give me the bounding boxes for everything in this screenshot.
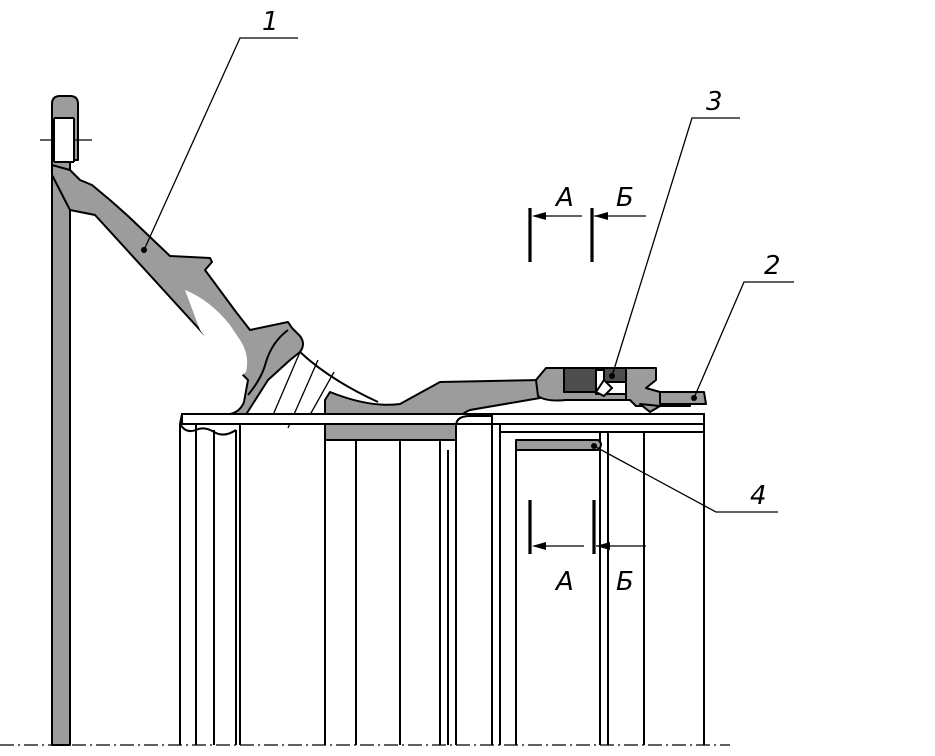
leader-lines bbox=[141, 37, 794, 513]
part-1-disk bbox=[51, 164, 541, 441]
section-mark-a-top: А bbox=[554, 183, 574, 213]
section-mark-b-bottom: Б bbox=[616, 567, 634, 597]
section-marks-bottom bbox=[528, 500, 646, 554]
callout-2: 2 bbox=[764, 251, 781, 281]
callout-1: 1 bbox=[262, 7, 279, 37]
section-mark-a-bottom: А bbox=[554, 567, 574, 597]
callout-3: 3 bbox=[706, 87, 723, 117]
part-4-strip bbox=[515, 439, 602, 451]
callout-4: 4 bbox=[750, 481, 767, 511]
part-2-ring bbox=[639, 391, 707, 413]
section-marks-top bbox=[528, 208, 646, 262]
section-mark-b-top: Б bbox=[616, 183, 634, 213]
part-3-seal-assembly bbox=[535, 367, 691, 407]
left-flange bbox=[40, 95, 92, 746]
drum-structure bbox=[179, 413, 705, 745]
